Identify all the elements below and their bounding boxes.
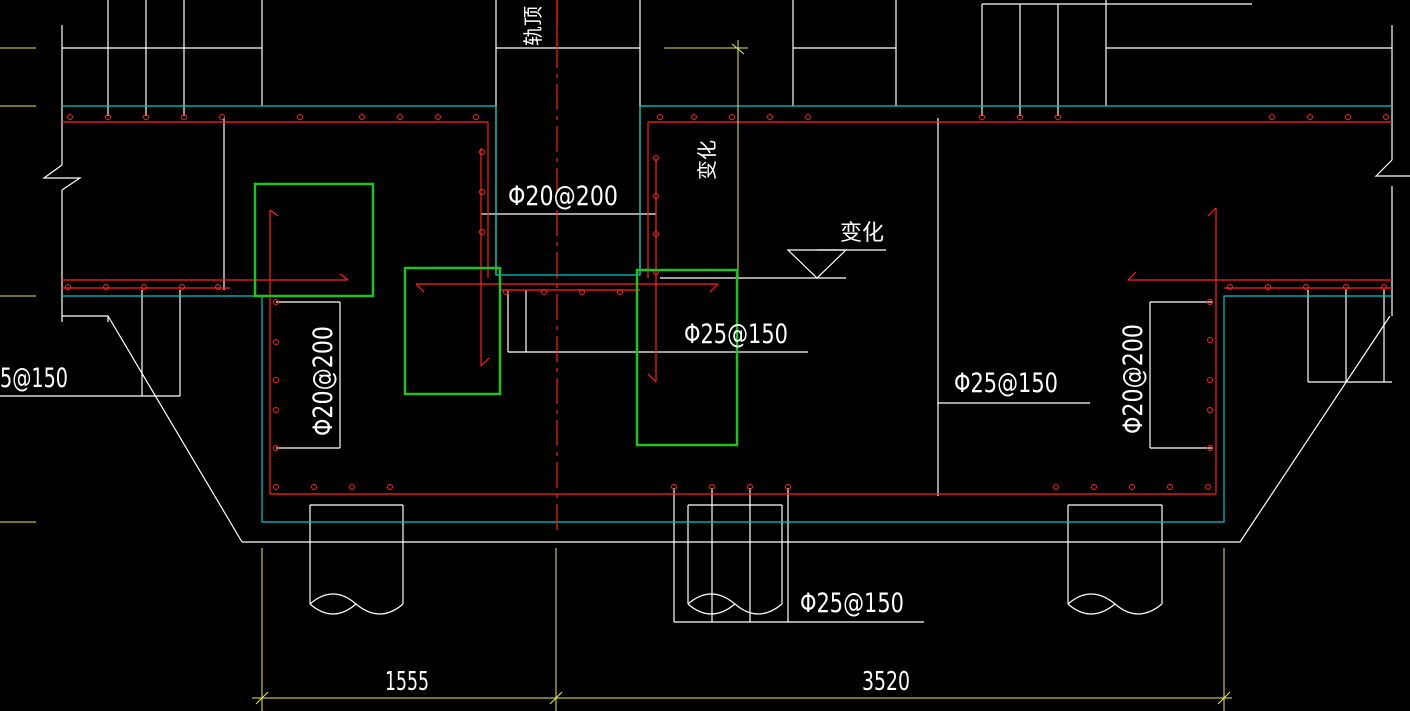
rebar-label-vertical-left: Φ20@200 [308,326,339,436]
rebar-label-top-center: Φ20@200 [508,181,618,212]
track-label: 轨顶 [521,6,545,46]
rebar-label-bottom: Φ25@150 [800,588,904,619]
rebar-dots [65,114,1389,490]
dimension-left-label: 1555 [385,667,429,697]
rebar-label-right: Φ25@150 [954,368,1058,399]
concrete-cover-lines [62,105,1392,523]
rebar-label-left-edge: 5@150 [0,363,68,394]
dimension-lines [0,40,1232,711]
dimension-right-label: 3520 [862,667,910,697]
rebar-label-vertical-right: Φ20@200 [1118,324,1149,434]
highlight-box-corner-mid-right [635,268,739,447]
change-label-vertical: 变化 [695,140,719,180]
rebar-label-mid: Φ25@150 [684,319,788,350]
structure-outline [0,0,1410,623]
highlight-box-corner-mid-left [403,266,502,396]
change-label-elevation: 变化 [840,221,884,246]
highlight-box-corner-left [253,182,375,298]
